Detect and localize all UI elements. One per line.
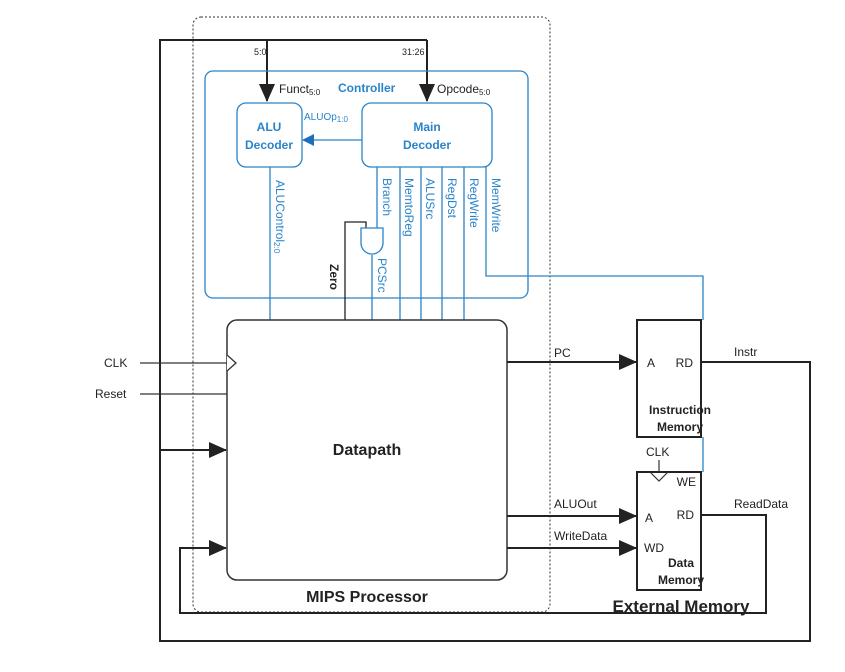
svg-text:WD: WD — [644, 541, 664, 555]
svg-text:A: A — [645, 511, 653, 525]
external-memory-label: External Memory — [613, 597, 751, 616]
zero-label: Zero — [327, 264, 341, 290]
aluout-label: ALUOut — [554, 497, 597, 511]
data-memory: CLK WE A RD WD Data Memory — [636, 445, 704, 591]
svg-text:Decoder: Decoder — [403, 138, 451, 152]
svg-text:Decoder: Decoder — [245, 138, 293, 152]
instruction-memory: A RD Instruction Memory — [636, 319, 711, 438]
memwrite-label: MemWrite — [489, 178, 503, 233]
branch-label: Branch — [380, 178, 394, 216]
aluop-label: ALUOp1:0 — [304, 112, 348, 124]
opcode-label: Opcode5:0 — [437, 82, 491, 97]
data-memory-clock-icon — [649, 471, 669, 482]
datapath-clock-icon — [226, 354, 237, 372]
alucontrol-label: ALUControl2:0 — [272, 180, 287, 254]
and-gate — [360, 227, 384, 255]
zero-wire — [344, 221, 367, 320]
writedata-label: WriteData — [554, 529, 607, 543]
alusrc-label: ALUSrc — [423, 178, 437, 219]
svg-text:Data: Data — [668, 556, 694, 570]
datapath-label: Datapath — [333, 442, 401, 459]
svg-text:RD: RD — [677, 508, 695, 522]
controller-label: Controller — [338, 81, 396, 95]
mips-processor-label: MIPS Processor — [306, 589, 428, 606]
clk-label: CLK — [104, 356, 127, 370]
svg-text:Main: Main — [413, 120, 440, 134]
svg-text:ALU: ALU — [257, 120, 282, 134]
main-decoder: Main Decoder — [361, 102, 493, 168]
svg-text:Instruction: Instruction — [649, 403, 711, 417]
opcode-bits-label: 31:26 — [402, 47, 425, 57]
pc-label: PC — [554, 346, 571, 360]
readdata-wire — [179, 514, 767, 614]
regdst-label: RegDst — [445, 178, 459, 219]
instr-label: Instr — [734, 345, 757, 359]
memwrite-wire — [485, 167, 704, 472]
alu-decoder: ALU Decoder — [236, 102, 303, 168]
svg-text:Memory: Memory — [657, 420, 703, 434]
reset-label: Reset — [95, 387, 127, 401]
datapath-box — [226, 319, 508, 581]
svg-text:WE: WE — [677, 475, 696, 489]
readdata-label: ReadData — [734, 497, 788, 511]
memtoreg-label: MemtoReg — [402, 178, 416, 237]
svg-text:CLK: CLK — [646, 445, 669, 459]
svg-text:A: A — [647, 356, 655, 370]
funct-label: Funct5:0 — [279, 82, 321, 97]
svg-text:Memory: Memory — [658, 573, 704, 587]
controller-box — [204, 70, 529, 299]
funct-bits-label: 5:0 — [254, 47, 267, 57]
svg-text:RD: RD — [676, 356, 694, 370]
pcsrc-label: PCSrc — [375, 258, 389, 293]
instr-wire — [159, 39, 811, 642]
regwrite-label: RegWrite — [467, 178, 481, 228]
